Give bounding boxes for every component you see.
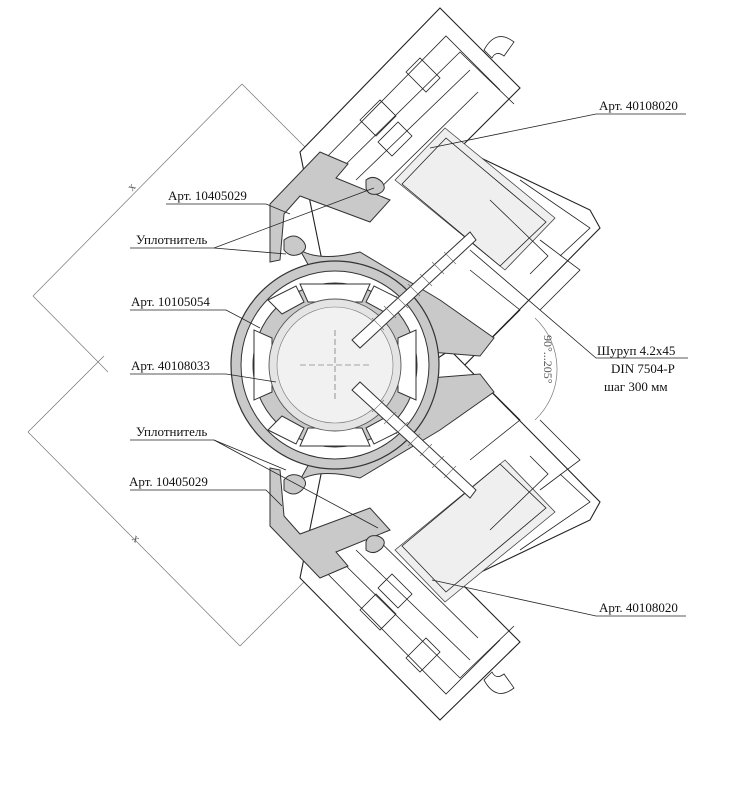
screws bbox=[351, 231, 477, 499]
label-screw-line1: Шуруп 4.2x45 bbox=[597, 343, 675, 358]
label-art-40108020-bottom: Арт. 40108020 bbox=[599, 600, 678, 615]
label-seal-bottom: Уплотнитель bbox=[136, 424, 207, 439]
leader-lines bbox=[130, 113, 688, 617]
angle-label: 90°...205° bbox=[541, 335, 555, 384]
label-screw-line3: шаг 300 мм bbox=[604, 379, 668, 394]
labels: Арт. 40108020 Арт. 10405029 Уплотнитель … bbox=[129, 98, 678, 615]
label-art-40108020-top: Арт. 40108020 bbox=[599, 98, 678, 113]
label-art-10105054: Арт. 10105054 bbox=[131, 294, 210, 309]
label-art-40108033: Арт. 40108033 bbox=[131, 358, 210, 373]
dimension-lines: x x 90°...205° bbox=[27, 83, 558, 647]
label-art-10405029-bottom: Арт. 10405029 bbox=[129, 474, 208, 489]
label-screw-line2: DIN 7504-P bbox=[611, 361, 675, 376]
dim-x-bottom: x bbox=[129, 531, 143, 545]
label-seal-top: Уплотнитель bbox=[136, 232, 207, 247]
label-art-10405029-top: Арт. 10405029 bbox=[168, 188, 247, 203]
